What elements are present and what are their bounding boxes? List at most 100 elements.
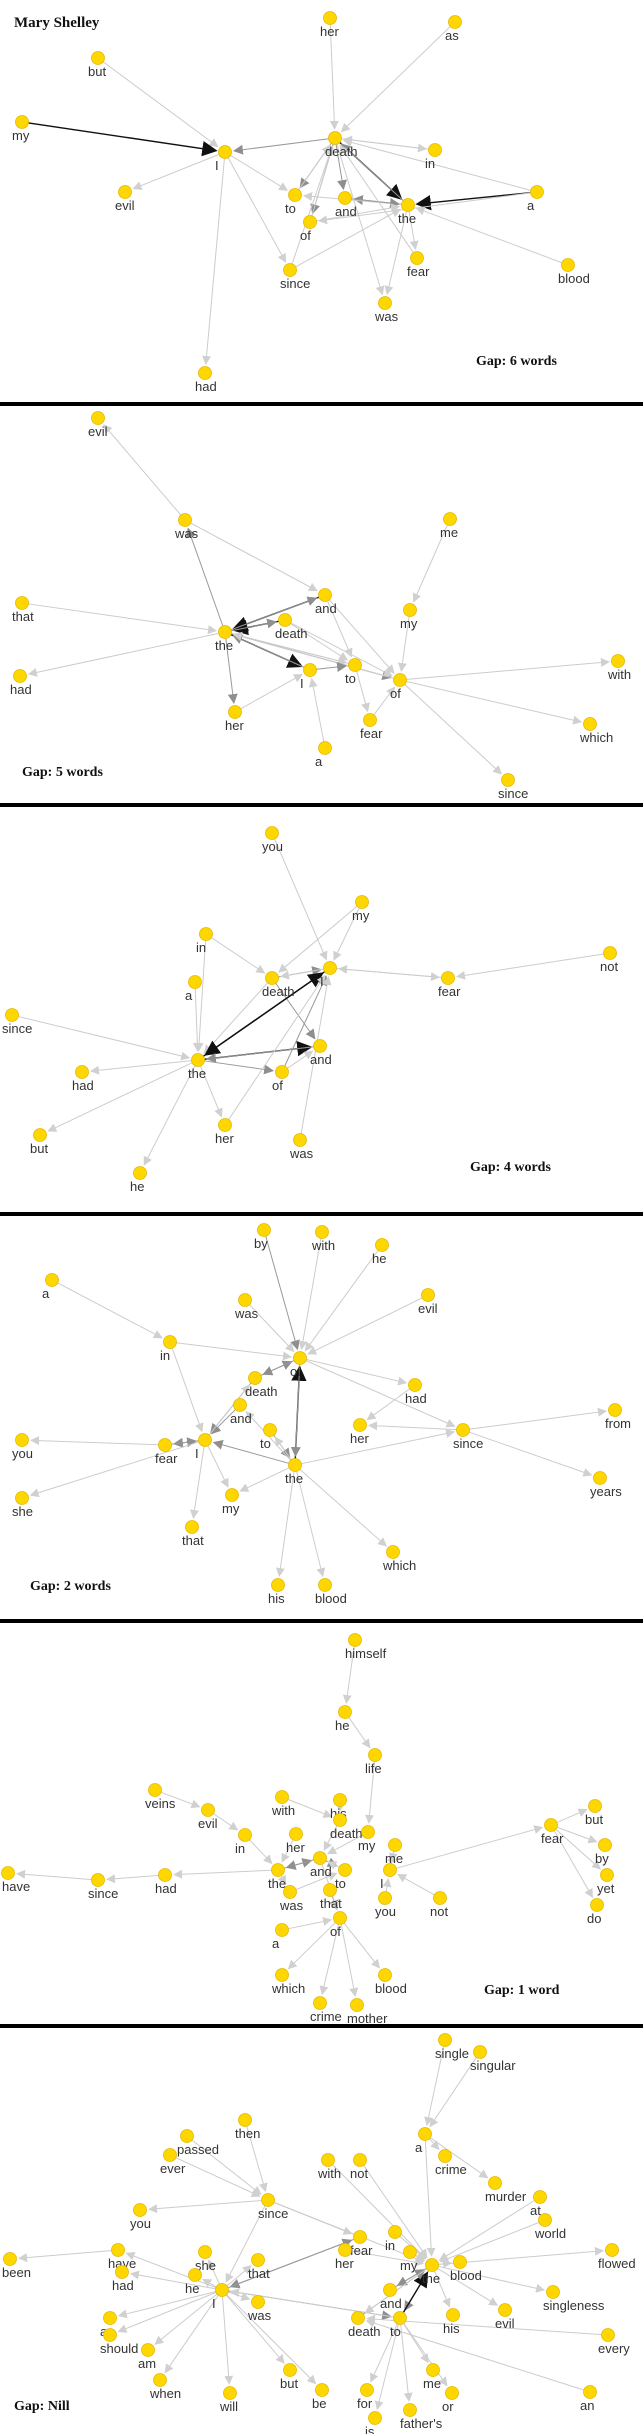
word-node: that bbox=[248, 2253, 270, 2281]
node-dot bbox=[188, 975, 202, 989]
node-dot bbox=[263, 1423, 277, 1437]
gap-label: Gap: Nill bbox=[14, 2399, 70, 2414]
node-dot bbox=[275, 1790, 289, 1804]
node-dot bbox=[158, 1868, 172, 1882]
node-label: and bbox=[310, 1864, 332, 1879]
node-label: was bbox=[279, 1898, 304, 1913]
node-dot bbox=[163, 2148, 177, 2162]
edge-the-to-blood bbox=[295, 1468, 326, 1578]
node-label: since bbox=[498, 786, 528, 801]
node-dot bbox=[426, 2363, 440, 2377]
edge-since-to-i bbox=[225, 2203, 267, 2283]
node-label: and bbox=[310, 1052, 332, 1067]
edge-and-to-of bbox=[327, 597, 395, 674]
word-node: was bbox=[374, 296, 399, 324]
edge-a-to-of bbox=[285, 1917, 333, 1930]
edges-gap-5 bbox=[25, 424, 610, 775]
node-label: her bbox=[225, 718, 244, 733]
node-dot bbox=[600, 1868, 614, 1882]
word-node: evil bbox=[115, 185, 135, 213]
node-label: had bbox=[112, 2278, 134, 2293]
node-label: not bbox=[350, 2166, 368, 2181]
word-node: he bbox=[185, 2268, 202, 2296]
word-node: she bbox=[195, 2245, 216, 2273]
node-label: was bbox=[374, 309, 399, 324]
node-dot bbox=[91, 51, 105, 65]
edge-fear-to-do bbox=[552, 1828, 593, 1898]
word-node: was bbox=[234, 1293, 259, 1321]
node-dot bbox=[288, 1458, 302, 1472]
panel-separator bbox=[0, 1212, 643, 1216]
node-dot bbox=[3, 2252, 17, 2266]
node-label: death bbox=[330, 1826, 363, 1841]
edge-since-to-her bbox=[368, 1421, 460, 1431]
edge-as-to-death bbox=[340, 24, 453, 133]
node-label: to bbox=[390, 2324, 401, 2339]
word-node: evil bbox=[495, 2303, 515, 2331]
edge-since-to-the bbox=[271, 2201, 425, 2263]
edge-of-to-the bbox=[313, 203, 401, 222]
edge-the-to-had bbox=[173, 1869, 275, 1879]
word-node: my bbox=[222, 1488, 240, 1516]
node-label: of bbox=[272, 1078, 283, 1093]
edge-death-to-was bbox=[335, 141, 385, 296]
word-node: murder bbox=[485, 2176, 527, 2204]
node-label: am bbox=[138, 2356, 156, 2371]
node-label: he bbox=[372, 1251, 386, 1266]
edge-since-to-from bbox=[466, 1407, 607, 1430]
edge-the-to-and bbox=[228, 596, 318, 632]
node-label: me bbox=[440, 525, 458, 540]
edge-in-to-the bbox=[247, 1837, 273, 1865]
node-dot bbox=[228, 705, 242, 719]
node-label: of bbox=[330, 1924, 341, 1939]
word-node: not bbox=[430, 1891, 448, 1919]
node-label: crime bbox=[310, 2009, 342, 2024]
node-label: my bbox=[400, 2258, 418, 2273]
node-dot bbox=[257, 1223, 271, 1237]
node-dot bbox=[148, 1783, 162, 1797]
word-node: you bbox=[12, 1433, 33, 1461]
word-node: her bbox=[225, 705, 244, 733]
word-node: to bbox=[345, 658, 362, 686]
edge-to-to-is bbox=[374, 2321, 400, 2411]
node-label: that bbox=[182, 1533, 204, 1548]
node-label: you bbox=[12, 1446, 33, 1461]
edge-her-to-i bbox=[226, 974, 326, 1122]
node-dot bbox=[388, 2225, 402, 2239]
edge-of-to-crime bbox=[319, 1921, 340, 1996]
word-node: with bbox=[271, 1790, 295, 1818]
word-node: should bbox=[100, 2328, 138, 2356]
edge-i-to-that bbox=[190, 1443, 205, 1519]
node-dot bbox=[261, 2193, 275, 2207]
word-node: fear bbox=[407, 251, 430, 279]
node-dot bbox=[233, 1398, 247, 1412]
node-label: since bbox=[2, 1021, 32, 1036]
node-label: life bbox=[365, 1761, 382, 1776]
word-node: the bbox=[215, 625, 233, 653]
edge-had-to-since bbox=[106, 1874, 162, 1884]
node-label: his bbox=[443, 2321, 460, 2336]
edge-to-to-the bbox=[401, 2271, 429, 2315]
edge-her-to-i bbox=[238, 673, 303, 711]
node-label: her bbox=[215, 1131, 234, 1146]
word-node: blood bbox=[375, 1968, 407, 1996]
node-label: by bbox=[595, 1851, 609, 1866]
word-node: world bbox=[534, 2213, 566, 2241]
node-dot bbox=[215, 2283, 229, 2297]
node-dot bbox=[13, 669, 27, 683]
edge-my-to-i bbox=[333, 905, 361, 961]
node-dot bbox=[378, 1891, 392, 1905]
word-node: since bbox=[2, 1008, 32, 1036]
word-node: an bbox=[580, 2385, 597, 2413]
node-dot bbox=[103, 2328, 117, 2342]
node-dot bbox=[198, 1433, 212, 1447]
node-label: then bbox=[235, 2126, 260, 2141]
node-label: should bbox=[100, 2341, 138, 2356]
edge-the-to-singleness bbox=[435, 2265, 546, 2293]
node-dot bbox=[141, 2343, 155, 2357]
node-dot bbox=[605, 2243, 619, 2257]
edge-the-to-since bbox=[298, 1429, 456, 1465]
node-label: her bbox=[320, 24, 339, 39]
edge-the-to-her bbox=[225, 635, 238, 705]
